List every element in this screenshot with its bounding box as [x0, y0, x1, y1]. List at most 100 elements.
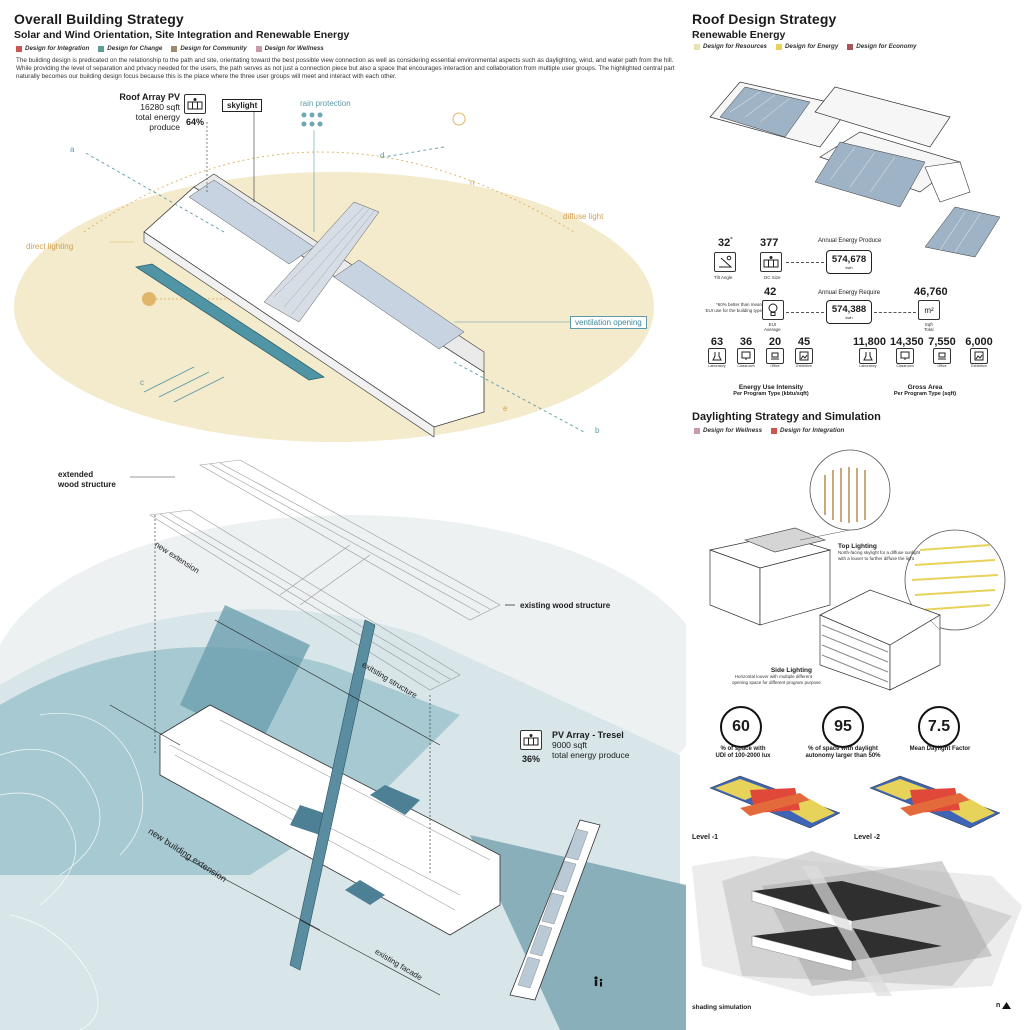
eui-item: 36 Classroom — [737, 336, 755, 368]
eui-item: 20 Office — [766, 336, 784, 368]
page-title: Overall Building Strategy — [14, 11, 184, 27]
lightbulb-icon — [762, 300, 784, 320]
top-lighting-callout: Top Lighting North-facing skylight for a… — [838, 543, 921, 561]
legend-swatch — [775, 43, 782, 50]
contour-lines — [0, 712, 144, 1030]
sqft-total-value: 46,760 — [914, 286, 948, 298]
rain-drops-icon — [301, 112, 323, 127]
eui-note: *60% better than mean EUI use for the bu… — [705, 302, 762, 313]
eui-average-value: 42 — [764, 286, 777, 298]
site-strategy-diagram — [14, 112, 654, 442]
eui-program-list: 63 Laboratory 36 Classroom 20 Office 45 … — [708, 336, 813, 368]
sun-icon-top — [452, 112, 466, 126]
north-arrow-icon — [1002, 1002, 1012, 1009]
legend-swatch — [847, 43, 854, 50]
legend-item: Design for Community — [171, 45, 247, 52]
legend-item: Design for Integration — [16, 45, 89, 52]
wind-label-d: d — [380, 151, 385, 160]
skylight-path — [263, 201, 380, 323]
connector-line — [786, 262, 824, 263]
direct-lighting-label: direct lighting — [26, 242, 74, 251]
eui-item: 63 Laboratory — [708, 336, 726, 368]
wind-label-a: a — [70, 145, 75, 154]
legend-item: Design for Energy — [775, 43, 838, 50]
rain-protection-label: rain protection — [300, 99, 351, 108]
roof-pv-callout: Roof Array PV 16280 sqft total energy pr… — [119, 92, 180, 132]
wind-arrows — [83, 146, 585, 433]
legend-swatch — [694, 427, 700, 434]
solar-panel-icon — [520, 730, 542, 750]
exhibition-icon — [970, 348, 988, 364]
dimension-lines — [109, 515, 441, 996]
diagonal-path-bridge — [289, 619, 376, 971]
daylight-legend: Design for Wellness Design for Integrati… — [694, 427, 844, 434]
label-e: e — [503, 404, 508, 413]
legend-item: Design for Change — [98, 45, 162, 52]
dc-size-value: 377 — [760, 237, 779, 249]
stat-autonomy-label: % of space with daylight autonomy larger… — [805, 746, 881, 759]
pv-tresel-callout: PV Array - Tresel 9000 sqft total energy… — [552, 730, 630, 760]
side-louvers — [821, 624, 889, 683]
legend-swatch — [255, 45, 262, 52]
sqft-total-label: Sqft Total — [924, 322, 934, 332]
legend-swatch — [98, 45, 105, 52]
area-item: 6,000 Exhibition — [965, 336, 993, 368]
extended-wood-structure — [149, 459, 501, 691]
roof-pv-axonometric — [709, 81, 1001, 258]
legend-swatch — [694, 43, 700, 50]
legend-item: Design for Wellness — [255, 45, 324, 52]
legend-swatch — [171, 45, 178, 52]
legend-item: Design for Economy — [847, 43, 916, 50]
exhibition-icon — [795, 348, 813, 364]
sun-path — [83, 151, 575, 233]
daylighting-title: Daylighting Strategy and Simulation — [692, 411, 881, 423]
pv-panel-group — [719, 86, 811, 138]
water-channel — [134, 263, 326, 381]
stat-daylight-factor: 7.5 — [918, 706, 960, 748]
skylight-louver — [744, 527, 826, 553]
classroom-icon — [896, 348, 914, 364]
level-1-label: Level -1 — [692, 834, 719, 841]
legend-swatch — [16, 45, 22, 52]
right-legend: Design for Resources Design for Energy D… — [694, 43, 916, 50]
eui-caption: Energy Use Intensity Per Program Type (k… — [733, 384, 809, 397]
stat-udi: 60 — [720, 706, 762, 748]
area-item: 11,800 Laboratory — [853, 336, 887, 368]
annual-produce-label: Annual Energy Produce — [818, 238, 882, 244]
classroom-icon — [737, 348, 755, 364]
pv-panel-group — [814, 141, 926, 208]
legend-item: Design for Resources — [694, 43, 767, 50]
eui-average-label: EUI Average — [764, 322, 781, 332]
exploded-axonometric-diagram — [0, 459, 686, 1030]
left-legend: Design for Integration Design for Change… — [16, 45, 324, 52]
area-icon: m² — [918, 300, 940, 320]
roof-design-title: Roof Design Strategy — [692, 11, 837, 27]
legend-item: Design for Integration — [771, 427, 844, 434]
intro-paragraph: The building design is predicated on the… — [16, 57, 675, 80]
wind-label-b: b — [595, 426, 600, 435]
page-subtitle: Solar and Wind Orientation, Site Integra… — [14, 29, 350, 41]
solar-panel-icon — [184, 94, 206, 114]
sun-icon-direct — [142, 292, 156, 306]
annual-require-label: Annual Energy Require — [818, 290, 881, 296]
level-2-label: Level -2 — [854, 834, 881, 841]
stat-autonomy: 95 — [822, 706, 864, 748]
office-icon — [933, 348, 951, 364]
extended-wood-label: extended wood structure — [58, 470, 116, 489]
diffuse-light-label: diffuse light — [563, 212, 604, 221]
daylighting-diagram — [708, 449, 1006, 691]
skylight-label: skylight — [222, 99, 263, 112]
pv-tresel-percent: 36% — [522, 754, 541, 764]
laboratory-icon — [859, 348, 877, 364]
legend-swatch — [771, 427, 778, 434]
shading-simulation — [692, 851, 1022, 996]
office-icon — [766, 348, 784, 364]
solar-panel-icon — [760, 252, 782, 272]
stat-daylight-factor-label: Mean Daylight Factor — [909, 746, 971, 752]
north-indicator: n — [996, 1002, 1012, 1009]
label-n: n — [470, 178, 475, 187]
shading-simulation-label: shading simulation — [692, 1004, 752, 1011]
daylight-simulation-plans — [709, 775, 1001, 829]
wind-label-c: c — [140, 378, 144, 387]
area-program-list: 11,800 Laboratory 14,350 Classroom 7,550… — [853, 336, 994, 368]
